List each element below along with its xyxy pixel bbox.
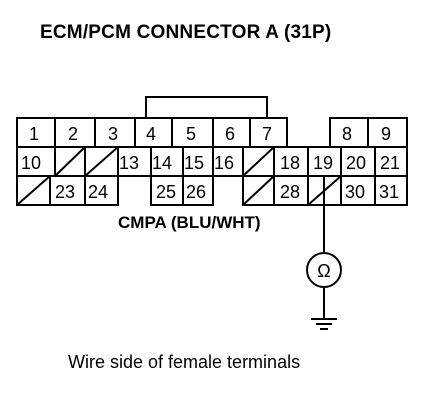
pin-21: 21 (380, 153, 400, 173)
pin-28: 28 (280, 182, 300, 202)
row3-dividers (49, 176, 376, 205)
pin-1: 1 (29, 124, 39, 144)
pin-7: 7 (262, 124, 272, 144)
pin-31: 31 (379, 182, 399, 202)
pin-26: 26 (186, 182, 206, 202)
pin-6: 6 (225, 124, 235, 144)
pin-20: 20 (346, 153, 366, 173)
pin-19: 19 (313, 153, 333, 173)
ground-icon (311, 318, 337, 330)
row1-dividers (54, 118, 369, 147)
pin-16: 16 (214, 153, 234, 173)
pin-10: 10 (21, 153, 41, 173)
pin-30: 30 (345, 182, 365, 202)
pin-23: 23 (55, 182, 75, 202)
pin-8: 8 (342, 124, 352, 144)
pin-24: 24 (88, 182, 108, 202)
pin-15: 15 (184, 153, 204, 173)
connector-title: ECM/PCM CONNECTOR A (31P) (40, 22, 332, 43)
pin-4: 4 (146, 124, 156, 144)
pin-18: 18 (280, 153, 300, 173)
pin-2: 2 (68, 124, 78, 144)
connector-latch (145, 96, 268, 118)
pin-3: 3 (108, 124, 118, 144)
pin-25: 25 (156, 182, 176, 202)
ohm-symbol: Ω (317, 261, 330, 281)
pin-13: 13 (119, 153, 139, 173)
pin-9: 9 (381, 124, 391, 144)
pin-14: 14 (152, 153, 172, 173)
row2-dividers (54, 147, 376, 176)
wire-label: CMPA (BLU/WHT) (118, 213, 261, 232)
diagram-caption: Wire side of female terminals (68, 352, 301, 372)
row2-empty-cavities (54, 146, 275, 177)
pin-5: 5 (186, 124, 196, 144)
row3-left-block (16, 175, 119, 206)
